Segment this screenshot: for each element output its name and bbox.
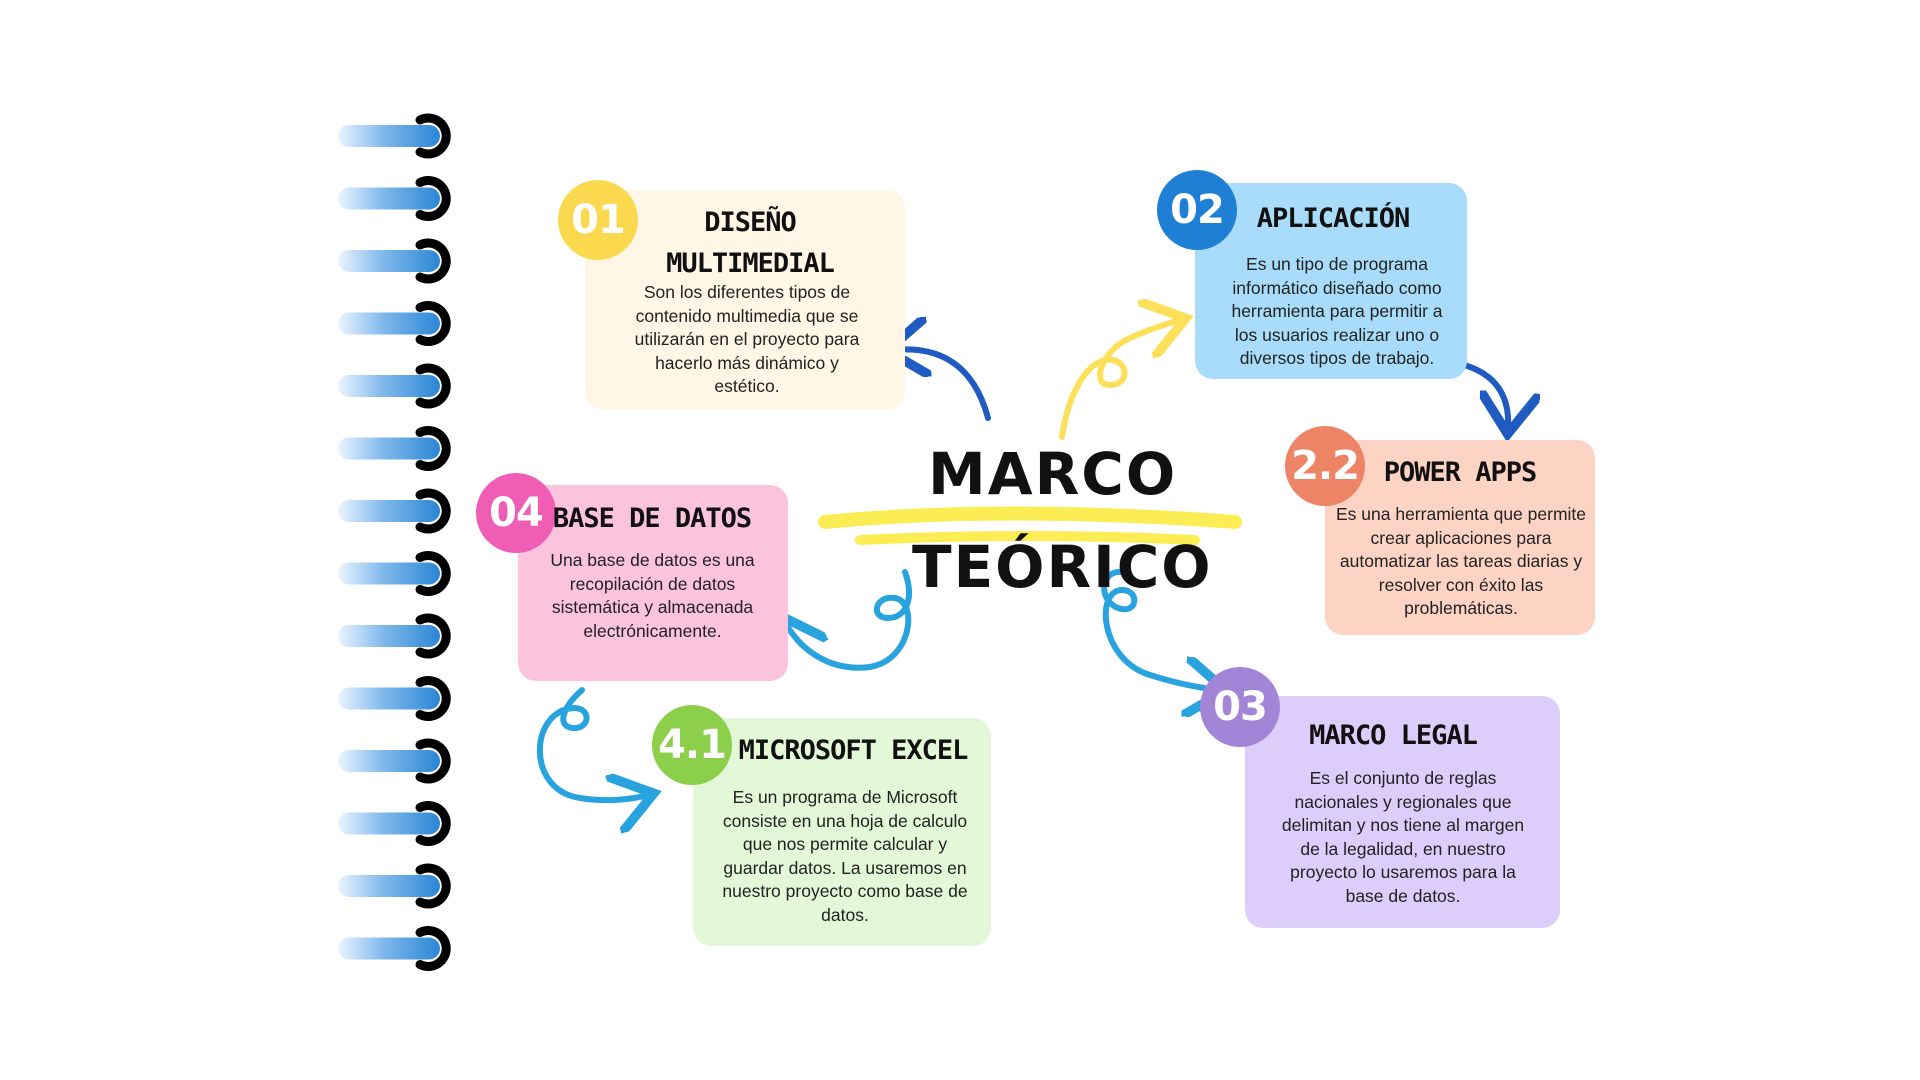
binding-ring: [338, 738, 451, 784]
binding-ring: [338, 176, 451, 221]
title-excel: MICROSOFT EXCEL: [738, 735, 969, 766]
binding-ring: [338, 301, 451, 346]
title-basedatos: BASE DE DATOS: [552, 503, 752, 534]
arrow-to-basedatos: [785, 569, 912, 671]
text-aplicacion: Es un tipo de programa informático diseñ…: [1231, 254, 1443, 368]
card-marcolegal: [1245, 696, 1560, 928]
binding-ring: [338, 863, 451, 909]
arrow-to-marcolegal: [1101, 569, 1220, 690]
title-marcolegal: MARCO LEGAL: [1309, 720, 1478, 751]
badge-powerapps: 2.2: [1285, 426, 1365, 506]
title-powerapps: POWER APPS: [1383, 457, 1538, 488]
binding-ring: [338, 801, 451, 846]
title-aplicacion: APLICACIÓN: [1256, 203, 1411, 234]
card-aplicacion: [1195, 183, 1467, 379]
binding-ring: [338, 676, 451, 721]
binding-ring: [338, 551, 451, 596]
binding-ring: [338, 113, 451, 159]
binding-ring: [338, 926, 451, 971]
text-powerapps: Es una herramienta que permite crear apl…: [1336, 504, 1586, 618]
card-powerapps: [1325, 440, 1595, 635]
card-diseno: [585, 190, 905, 410]
text-excel: Es un programa de Microsoft consiste en …: [722, 787, 968, 925]
badge-excel: 4.1: [652, 705, 732, 785]
center-title-line1: MARCO: [928, 440, 1178, 508]
badge-diseno: 01: [558, 180, 638, 260]
binding-ring: [338, 238, 451, 284]
badge-marcolegal: 03: [1200, 667, 1280, 747]
arrow-to-diseno: [893, 349, 991, 421]
card-basedatos: [518, 485, 788, 681]
arrow-to-aplicacion: [1059, 320, 1180, 440]
badge-basedatos: 04: [476, 473, 556, 553]
spiral-binding: [338, 113, 451, 971]
binding-ring: [338, 363, 451, 409]
binding-ring: [338, 426, 451, 471]
binding-ring: [338, 488, 451, 534]
text-diseno: Son los diferentes tipos de contenido mu…: [634, 282, 860, 396]
card-excel: [693, 718, 991, 946]
text-marcolegal: Es el conjunto de reglas nacionales y re…: [1281, 768, 1525, 906]
center-title-line2: TEÓRICO: [912, 533, 1213, 601]
badge-aplicacion: 02: [1157, 170, 1237, 250]
binding-ring: [338, 613, 451, 659]
arrow-to-excel: [536, 687, 648, 800]
title-highlight: [818, 506, 1242, 545]
text-basedatos: Una base de datos es una recopilación de…: [550, 550, 755, 641]
title-diseno: DISEÑO MULTIMEDIAL: [666, 207, 835, 279]
